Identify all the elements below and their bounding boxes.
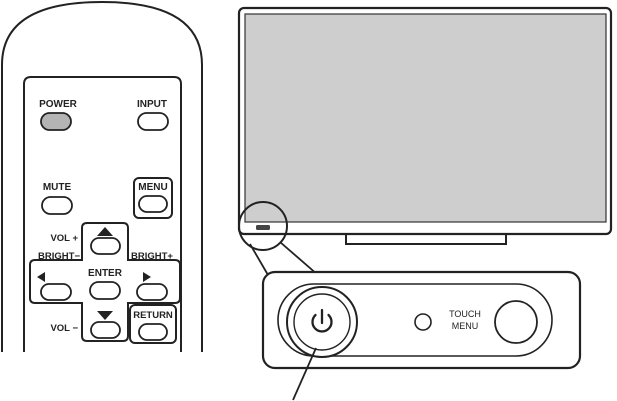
zoom-connector bbox=[249, 241, 319, 276]
mute-button[interactable] bbox=[41, 196, 73, 215]
bright-up-button[interactable] bbox=[136, 283, 168, 301]
remote-body bbox=[1, 0, 203, 352]
magnifier-circle bbox=[238, 201, 288, 251]
dpad-frame bbox=[29, 222, 181, 342]
power-button[interactable] bbox=[40, 112, 72, 131]
triangle-down-icon bbox=[97, 311, 113, 320]
vol-down-button[interactable] bbox=[90, 321, 121, 339]
callout-pointer-line bbox=[292, 347, 317, 401]
triangle-up-icon bbox=[97, 227, 113, 236]
display-monitor bbox=[237, 6, 613, 251]
mute-label: MUTE bbox=[43, 182, 72, 193]
menu-label: MENU bbox=[138, 182, 167, 193]
menu-button[interactable] bbox=[138, 195, 168, 213]
return-button[interactable] bbox=[138, 323, 168, 341]
display-screen bbox=[244, 13, 607, 223]
bright-plus-label: BRIGHT+ bbox=[131, 251, 173, 262]
power-label: POWER bbox=[39, 99, 78, 110]
vol-plus-label: VOL + bbox=[50, 233, 78, 244]
enter-label: ENTER bbox=[88, 268, 123, 279]
bezel-control-strip bbox=[256, 225, 270, 230]
menu-button-frame bbox=[133, 177, 173, 219]
bright-down-button[interactable] bbox=[40, 283, 72, 301]
zoom-line-right bbox=[279, 241, 319, 276]
power-icon bbox=[311, 308, 333, 333]
remote-sensor bbox=[414, 313, 432, 331]
vol-up-button[interactable] bbox=[90, 237, 121, 255]
return-label: RETURN bbox=[133, 310, 173, 321]
return-button-frame bbox=[129, 304, 177, 344]
triangle-right-icon bbox=[143, 272, 151, 282]
remote-control: POWER INPUT MUTE MENU ENTER VOL + BRIGHT… bbox=[1, 0, 203, 352]
vol-minus-label: VOL − bbox=[50, 323, 78, 334]
control-panel-zoom: TOUCH MENU bbox=[261, 270, 582, 370]
touch-menu-label-line2: MENU bbox=[452, 321, 479, 331]
triangle-left-icon bbox=[37, 272, 45, 282]
input-label: INPUT bbox=[137, 99, 167, 110]
remote-panel bbox=[23, 76, 182, 352]
panel-power-button-inner bbox=[293, 293, 351, 351]
touch-menu-label-line1: TOUCH bbox=[449, 309, 481, 319]
zoom-line-left bbox=[249, 243, 269, 276]
touch-menu-button[interactable] bbox=[494, 300, 538, 344]
enter-button[interactable] bbox=[89, 281, 121, 300]
bright-minus-label: BRIGHT− bbox=[38, 251, 80, 262]
input-button[interactable] bbox=[137, 112, 169, 131]
